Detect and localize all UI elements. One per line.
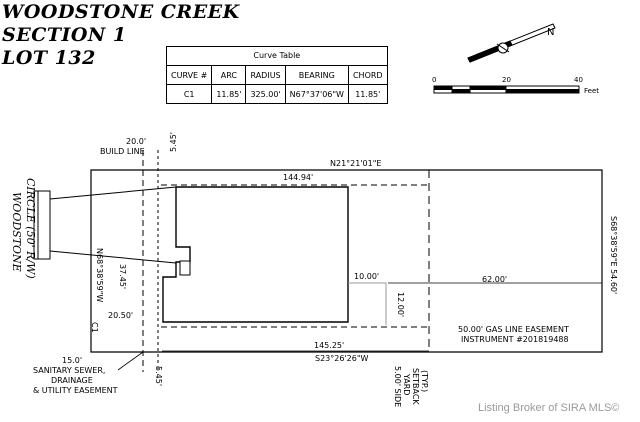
curve-table-cell: 11.85': [347, 84, 388, 104]
north-arrow-icon: N: [467, 23, 556, 63]
scale-tick-label: 40: [574, 76, 583, 84]
build-line-dim-label: 20.0': [126, 137, 146, 146]
sewer-easement-leader: [117, 351, 144, 371]
lot-boundary: [90, 169, 603, 353]
side-setback-label-4: (TYP.): [420, 370, 429, 392]
dim-top-label: 144.94': [283, 173, 313, 182]
sewer-easement-label-3: DRAINAGE: [51, 376, 93, 385]
curve-id-label: C1: [90, 322, 99, 333]
plat-title-section: SECTION 1: [2, 24, 127, 46]
dim-front-label: 20.50': [108, 311, 133, 320]
gas-easement-label-1: 50.00' GAS LINE EASEMENT: [458, 325, 569, 334]
listing-watermark: Listing Broker of SIRA MLS©: [478, 402, 620, 414]
sewer-easement-label-2: SANITARY SEWER,: [33, 366, 105, 375]
house-footprint: [162, 186, 349, 323]
dim-62-label: 62.00': [482, 275, 507, 284]
setback-top-label: 5.45': [169, 132, 178, 152]
setback-bottom-label: 5.45': [154, 366, 163, 386]
sewer-easement-label-4: & UTILITY EASEMENT: [33, 386, 118, 395]
curve-table-cell: N67°37'06"W: [284, 84, 349, 104]
scale-bar: 0 20 40 Feet: [432, 76, 599, 95]
scale-tick-label: 0: [432, 76, 436, 84]
curve-table-header: BEARING: [284, 65, 349, 85]
curve-table-row: C1 11.85' 325.00' N67°37'06"W 11.85': [165, 84, 388, 104]
street-label-2: CIRCLE (50' R/W): [24, 178, 37, 279]
bearing-bottom-label: S23°26'26"W: [315, 354, 368, 363]
house-porch: [179, 260, 191, 276]
gas-easement-label-2: INSTRUMENT #201819488: [461, 335, 569, 344]
driveway: [33, 186, 177, 264]
side-setback-label-2: YARD: [402, 373, 411, 395]
patio-outline: [348, 282, 387, 325]
build-line-label: BUILD LINE: [100, 147, 145, 156]
bearing-right-label: S68°38'59"E 54.60': [609, 216, 618, 294]
curve-table-cell: 325.00': [245, 84, 286, 104]
bearing-top-label: N21°21'01"E: [330, 159, 381, 168]
plat-title-subdivision: WOODSTONE CREEK: [2, 1, 240, 23]
dim-12-label: 12.00': [396, 292, 405, 317]
sewer-easement-label-1: 15.0': [62, 356, 82, 365]
scale-unit-label: Feet: [584, 87, 599, 95]
curve-table-caption: Curve Table: [166, 46, 388, 65]
dim-10-label: 10.00': [354, 272, 379, 281]
curve-table-cell: C1: [165, 84, 213, 104]
street-label-1: WOODSTONE: [10, 192, 23, 272]
bearing-left-label: N68°38'59"W: [95, 248, 104, 302]
plat-title-lot: LOT 132: [2, 47, 96, 69]
scale-tick-label: 20: [502, 76, 511, 84]
side-setback-label-1: 5.00' SIDE: [393, 366, 402, 407]
dim-left-label: 37.45': [118, 264, 127, 289]
side-setback-label-3: SETBACK: [411, 368, 420, 405]
north-arrow-label: N: [547, 27, 554, 38]
dim-bottom-label: 145.25': [314, 341, 344, 350]
curve-table: Curve Table CURVE # ARC RADIUS BEARING C…: [165, 46, 388, 104]
